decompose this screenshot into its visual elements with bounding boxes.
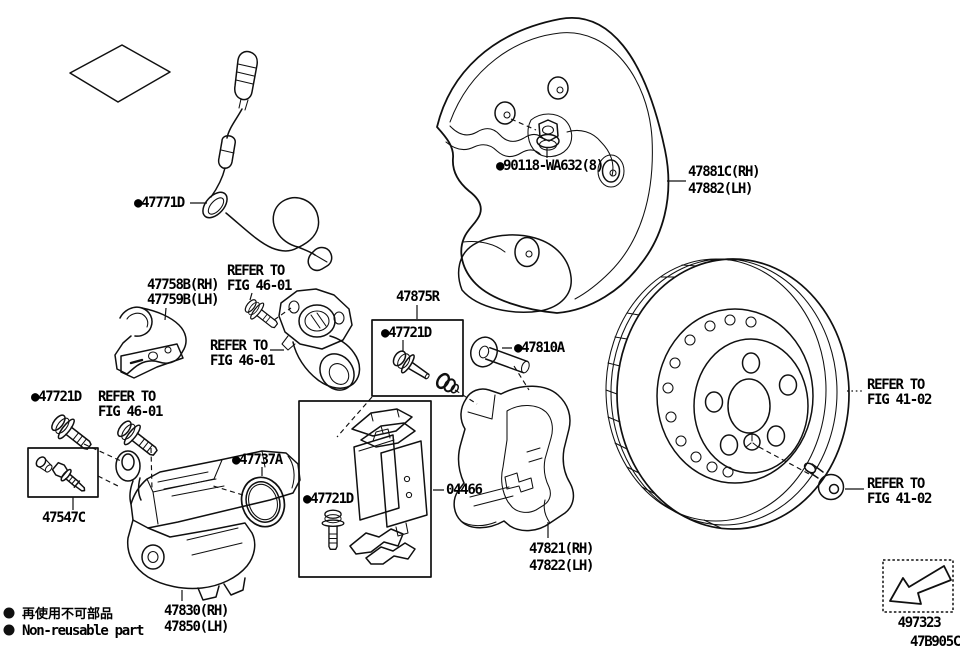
slide-pin-kit-box bbox=[371, 319, 464, 397]
leader-lines bbox=[72, 148, 864, 601]
label-bleeder-plug-kit: 47547C bbox=[42, 510, 86, 526]
rotor-set-screw-drawing bbox=[803, 462, 845, 501]
note-refer-screw: REFER TO bbox=[867, 476, 925, 492]
actuator-bolt-refer-drawing bbox=[244, 299, 279, 329]
diamond-part-symbol bbox=[69, 44, 171, 103]
non-reusable-marker: ● bbox=[514, 340, 523, 356]
label-direction-code: 497323 bbox=[898, 615, 942, 631]
non-reusable-marker: ● bbox=[496, 158, 505, 174]
note-fig-41-02-rotor: FIG 41-02 bbox=[867, 392, 932, 408]
caliper-bolt-47721d-drawing bbox=[51, 414, 92, 450]
dust-shield-drawing bbox=[436, 17, 670, 314]
label-sensor-bracket-rh: 47758B(RH) bbox=[147, 277, 218, 293]
non-reusable-marker: ● bbox=[134, 195, 143, 211]
note-fig-46-01-top: FIG 46-01 bbox=[227, 278, 292, 294]
non-reusable-marker: ● bbox=[303, 491, 312, 507]
rotor-vane-ticks bbox=[605, 259, 746, 529]
note-fig-46-01-actuator: FIG 46-01 bbox=[210, 353, 275, 369]
bleeder-kit-box bbox=[27, 447, 99, 498]
brake-pad-kit-box bbox=[298, 400, 432, 578]
label-mount-bracket-rh: 47821(RH) bbox=[529, 541, 593, 557]
note-refer-rotor: REFER TO bbox=[867, 377, 925, 393]
label-pad-kit-bolt: ●47721D bbox=[303, 491, 354, 507]
caliper-drawing bbox=[115, 450, 301, 601]
note-refer-actuator: REFER TO bbox=[210, 338, 268, 354]
pad-wear-sensor-drawing bbox=[202, 50, 333, 272]
non-reusable-marker: ● bbox=[381, 325, 390, 341]
label-caliper-assy-lh: 47850(LH) bbox=[164, 619, 228, 635]
label-brake-pad-kit: 04466 bbox=[446, 482, 483, 498]
note-fig-46-01-left: FIG 46-01 bbox=[98, 404, 163, 420]
label-slide-pin: ●47810A bbox=[514, 340, 566, 356]
direction-arrow-icon bbox=[889, 565, 952, 605]
label-figure-code: 47B905C bbox=[910, 634, 960, 650]
non-reusable-marker: ● bbox=[232, 452, 241, 468]
note-fig-41-02-screw: FIG 41-02 bbox=[867, 491, 932, 507]
rotor-lug-holes bbox=[704, 352, 798, 456]
label-slide-pin-kit: 47875R bbox=[396, 289, 441, 305]
legend-bullet-icon bbox=[3, 607, 15, 619]
pin-boot-drawing bbox=[435, 372, 460, 394]
legend-text-jp: 再使用不可部品 bbox=[22, 606, 113, 622]
note-refer-left: REFER TO bbox=[98, 389, 156, 405]
piston-seal-drawing bbox=[240, 476, 286, 528]
label-dust-shield-lh: 47882(LH) bbox=[688, 181, 752, 197]
label-caliper-assy-rh: 47830(RH) bbox=[164, 603, 228, 619]
label-dust-shield-rh: 47881C(RH) bbox=[688, 164, 759, 180]
parking-brake-actuator-drawing bbox=[278, 288, 361, 391]
label-shield-bolt: ●90118-WA632(8) bbox=[496, 158, 603, 174]
label-slide-pin-kit-bolt: ●47721D bbox=[381, 325, 432, 341]
note-refer-top: REFER TO bbox=[227, 263, 285, 279]
mount-bolt-refer-drawing bbox=[117, 420, 158, 456]
shield-bolt-drawing bbox=[536, 119, 560, 151]
slide-pin-drawing bbox=[470, 336, 530, 374]
label-pad-wear-sensor: ●47771D bbox=[134, 195, 185, 211]
labels-layer: ●47771D 47758B(RH) 47759B(LH) REFER TO F… bbox=[31, 158, 960, 650]
legend-text-en: Non-reusable part bbox=[22, 623, 144, 639]
legend-bullet-icon bbox=[3, 624, 15, 636]
mount-bracket-drawing bbox=[453, 385, 575, 532]
pad-kit-bolt-drawing bbox=[321, 509, 345, 550]
sensor-bracket-drawing bbox=[114, 306, 187, 379]
rotor-drill-holes bbox=[662, 314, 757, 478]
label-piston-seal: ●47737A bbox=[232, 452, 284, 468]
non-reusable-legend: 再使用不可部品 Non-reusable part bbox=[3, 606, 145, 639]
non-reusable-marker: ● bbox=[31, 389, 40, 405]
assembly-dashed-lines bbox=[83, 118, 812, 496]
label-caliper-bolt: ●47721D bbox=[31, 389, 82, 405]
direction-arrow-box bbox=[882, 559, 954, 613]
label-mount-bracket-lh: 47822(LH) bbox=[529, 558, 593, 574]
brake-rotor-drawing bbox=[605, 258, 850, 530]
label-sensor-bracket-lh: 47759B(LH) bbox=[147, 292, 218, 308]
